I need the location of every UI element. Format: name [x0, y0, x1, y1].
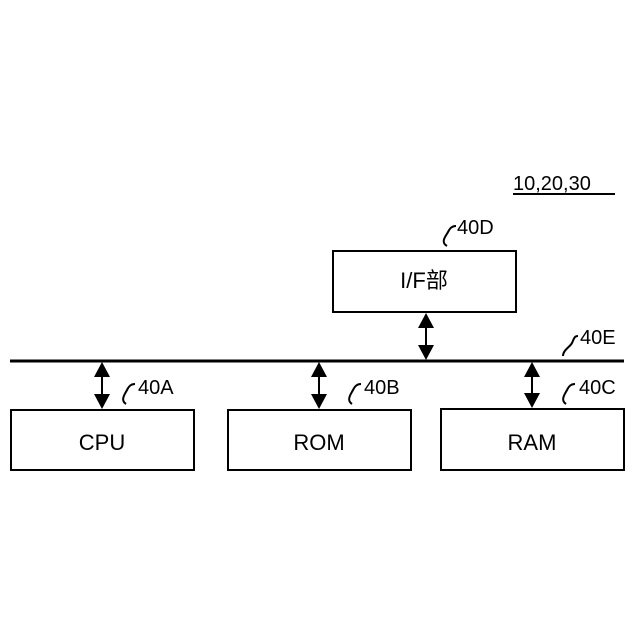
- if-unit-ref-label: 40D: [457, 217, 494, 239]
- ram-bus-arrowhead-down: [524, 393, 540, 408]
- ram-label: RAM: [508, 430, 557, 455]
- rom-bus-arrowhead-up: [311, 362, 327, 377]
- cpu-label: CPU: [79, 430, 125, 455]
- bus-leader-line: [563, 336, 578, 356]
- cpu-bus-arrowhead-up: [94, 362, 110, 377]
- if-unit-leader-line: [444, 226, 456, 246]
- cpu-bus-arrowhead-down: [94, 394, 110, 409]
- figure-reference-label: 10,20,30: [513, 173, 591, 195]
- rom-label: ROM: [293, 430, 344, 455]
- ram-leader-line: [563, 384, 575, 404]
- ram-ref-label: 40C: [579, 377, 616, 399]
- rom-leader-line: [349, 384, 361, 404]
- bus-ref-label: 40E: [580, 327, 616, 349]
- rom-bus-arrowhead-down: [311, 394, 327, 409]
- cpu-ref-label: 40A: [138, 377, 174, 399]
- if-bus-arrowhead-down: [418, 345, 434, 360]
- cpu-leader-line: [123, 384, 135, 404]
- rom-ref-label: 40B: [364, 377, 400, 399]
- if-bus-arrowhead-up: [418, 313, 434, 328]
- if-unit-label: I/F部: [400, 268, 448, 293]
- ram-bus-arrowhead-up: [524, 362, 540, 377]
